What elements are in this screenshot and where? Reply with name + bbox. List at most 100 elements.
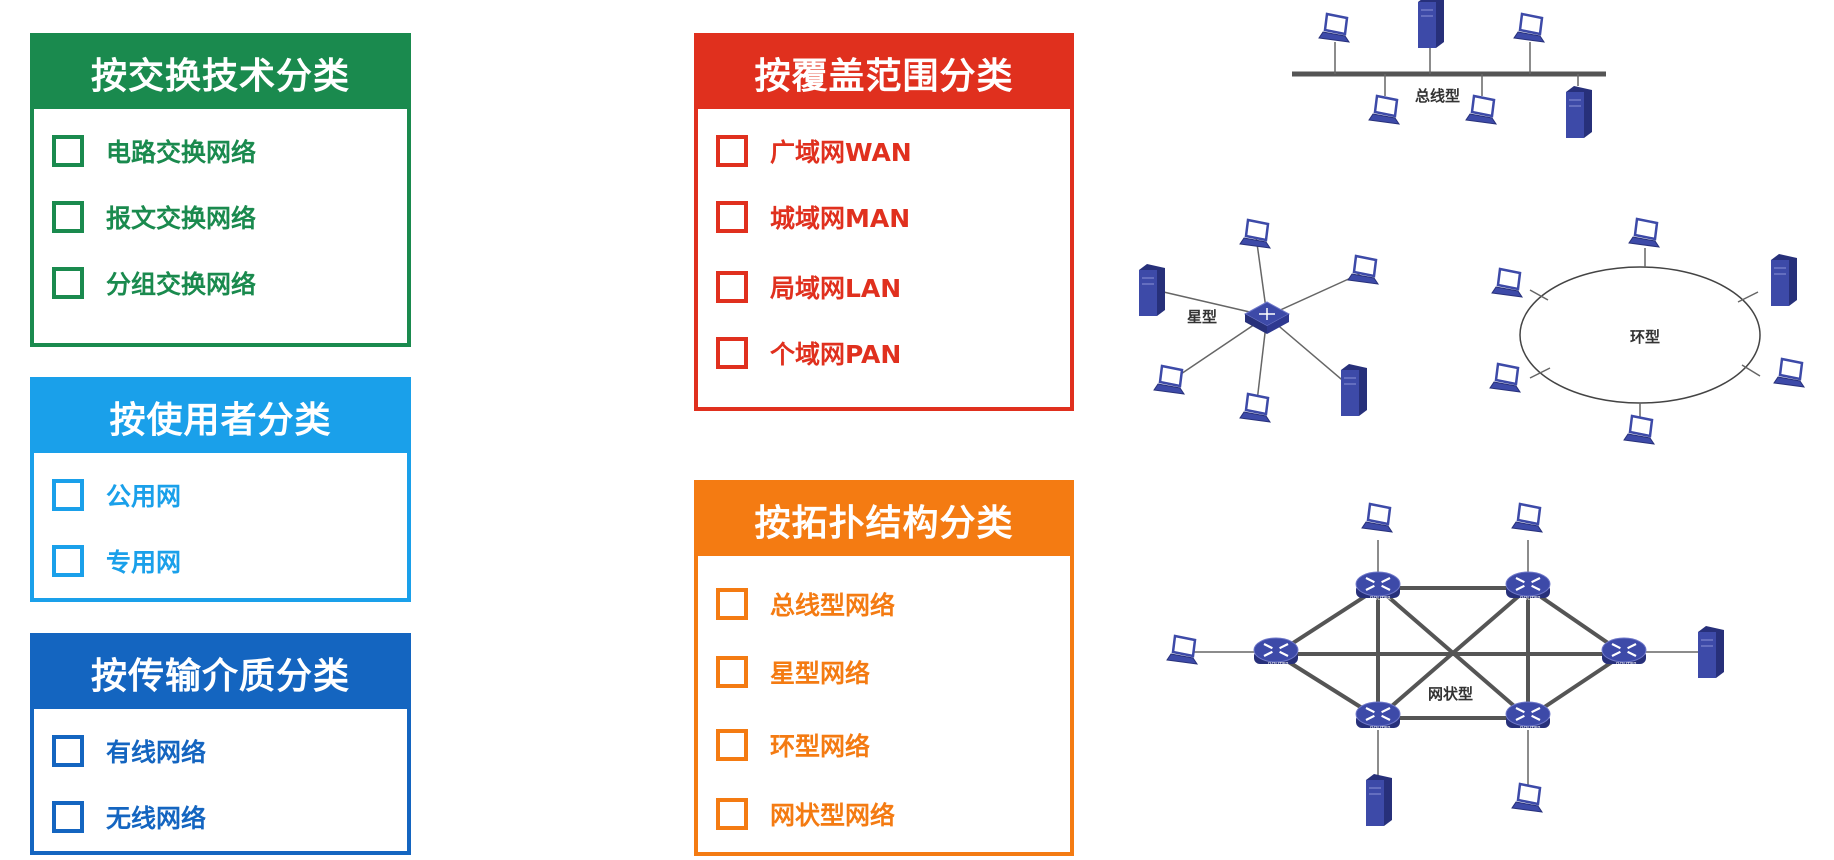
router-icon: ROUTER (1601, 637, 1647, 668)
card-medium: 按传输介质分类 有线网络 无线网络 (30, 633, 411, 855)
item-label: 广域网WAN (770, 138, 912, 167)
laptop-icon (1153, 364, 1186, 395)
connection-line (1171, 315, 1268, 381)
checkbox-icon[interactable] (716, 588, 748, 620)
checkbox-icon[interactable] (52, 735, 84, 767)
server-icon (1366, 774, 1392, 826)
checkbox-icon[interactable] (716, 798, 748, 830)
item-label: 城域网MAN (770, 204, 911, 233)
list-item[interactable]: 广域网WAN (716, 133, 1070, 169)
list-item[interactable]: 环型网络 (716, 727, 1070, 763)
card-user-title: 按使用者分类 (34, 381, 407, 453)
laptop-icon (1361, 502, 1394, 533)
laptop-icon (1368, 94, 1401, 125)
laptop-icon (1773, 357, 1806, 388)
checkbox-icon[interactable] (52, 801, 84, 833)
router-text: ROUTER (1370, 726, 1391, 732)
list-item[interactable]: 城域网MAN (716, 199, 1070, 235)
router-icon: ROUTER (1253, 637, 1299, 668)
checkbox-icon[interactable] (52, 267, 84, 299)
server-icon (1341, 364, 1367, 416)
connection-line (1529, 367, 1551, 379)
router-text: ROUTER (1520, 596, 1541, 602)
list-item[interactable]: 局域网LAN (716, 269, 1070, 305)
laptop-icon (1513, 12, 1546, 43)
connection-line (1741, 364, 1761, 377)
router-text: ROUTER (1616, 662, 1637, 668)
card-switching: 按交换技术分类 电路交换网络 报文交换网络 分组交换网络 (30, 33, 411, 347)
checkbox-icon[interactable] (716, 729, 748, 761)
item-label: 总线型网络 (770, 591, 896, 620)
checkbox-icon[interactable] (716, 271, 748, 303)
item-label: 报文交换网络 (106, 204, 257, 233)
card-user: 按使用者分类 公用网 专用网 (30, 377, 411, 602)
list-item[interactable]: 星型网络 (716, 654, 1070, 690)
checkbox-icon[interactable] (52, 201, 84, 233)
connection-line (1529, 289, 1549, 301)
list-item[interactable]: 总线型网络 (716, 586, 1070, 622)
list-item[interactable]: 公用网 (52, 477, 407, 513)
list-item[interactable]: 网状型网络 (716, 796, 1070, 832)
server-icon (1771, 254, 1797, 306)
connection-line (1737, 291, 1759, 303)
laptop-icon (1511, 782, 1544, 813)
list-item[interactable]: 有线网络 (52, 733, 407, 769)
router-icon: ROUTER (1505, 701, 1551, 732)
star-label: 星型 (1187, 308, 1217, 326)
laptop-icon (1318, 12, 1351, 43)
laptop-icon (1239, 218, 1272, 249)
card-coverage-title: 按覆盖范围分类 (698, 37, 1070, 109)
card-switching-title: 按交换技术分类 (34, 37, 407, 109)
list-item[interactable]: 分组交换网络 (52, 265, 407, 301)
item-label: 电路交换网络 (106, 138, 257, 167)
list-item[interactable]: 个域网PAN (716, 335, 1070, 371)
item-label: 环型网络 (770, 732, 871, 761)
mesh-label: 网状型 (1428, 685, 1473, 703)
checkbox-icon[interactable] (52, 479, 84, 511)
item-label: 无线网络 (106, 804, 207, 833)
laptop-icon (1511, 502, 1544, 533)
server-icon (1566, 86, 1592, 138)
router-icon: ROUTER (1505, 571, 1551, 602)
connection-line (1266, 315, 1355, 391)
card-topology-list: 总线型网络 星型网络 环型网络 网状型网络 (698, 556, 1070, 832)
mesh-link (1376, 586, 1530, 720)
item-label: 有线网络 (106, 738, 207, 767)
item-label: 分组交换网络 (106, 270, 257, 299)
item-label: 局域网LAN (770, 274, 902, 303)
checkbox-icon[interactable] (716, 135, 748, 167)
card-topology: 按拓扑结构分类 总线型网络 星型网络 环型网络 网状型网络 (694, 480, 1074, 856)
item-label: 网状型网络 (770, 801, 896, 830)
checkbox-icon[interactable] (716, 201, 748, 233)
checkbox-icon[interactable] (52, 545, 84, 577)
list-item[interactable]: 电路交换网络 (52, 133, 407, 169)
list-item[interactable]: 专用网 (52, 543, 407, 579)
server-icon (1698, 626, 1724, 678)
item-label: 公用网 (106, 482, 182, 511)
card-medium-list: 有线网络 无线网络 (34, 709, 407, 835)
connection-line (1266, 271, 1365, 317)
laptop-icon (1239, 392, 1272, 423)
checkbox-icon[interactable] (716, 337, 748, 369)
card-coverage: 按覆盖范围分类 广域网WAN 城域网MAN 局域网LAN 个域网PAN (694, 33, 1074, 411)
item-label: 专用网 (106, 548, 182, 577)
router-text: ROUTER (1370, 596, 1391, 602)
checkbox-icon[interactable] (52, 135, 84, 167)
list-item[interactable]: 报文交换网络 (52, 199, 407, 235)
server-icon (1418, 0, 1444, 48)
switch-icon (1243, 301, 1291, 334)
router-text: ROUTER (1268, 662, 1289, 668)
card-switching-list: 电路交换网络 报文交换网络 分组交换网络 (34, 109, 407, 301)
laptop-icon (1628, 217, 1661, 248)
checkbox-icon[interactable] (716, 656, 748, 688)
ring-label: 环型 (1630, 328, 1660, 346)
card-medium-title: 按传输介质分类 (34, 637, 407, 709)
laptop-icon (1623, 414, 1656, 445)
laptop-icon (1489, 362, 1522, 393)
router-icon: ROUTER (1355, 571, 1401, 602)
server-icon (1139, 264, 1165, 316)
laptop-icon (1347, 254, 1380, 285)
list-item[interactable]: 无线网络 (52, 799, 407, 835)
card-coverage-list: 广域网WAN 城域网MAN 局域网LAN 个域网PAN (698, 109, 1070, 371)
